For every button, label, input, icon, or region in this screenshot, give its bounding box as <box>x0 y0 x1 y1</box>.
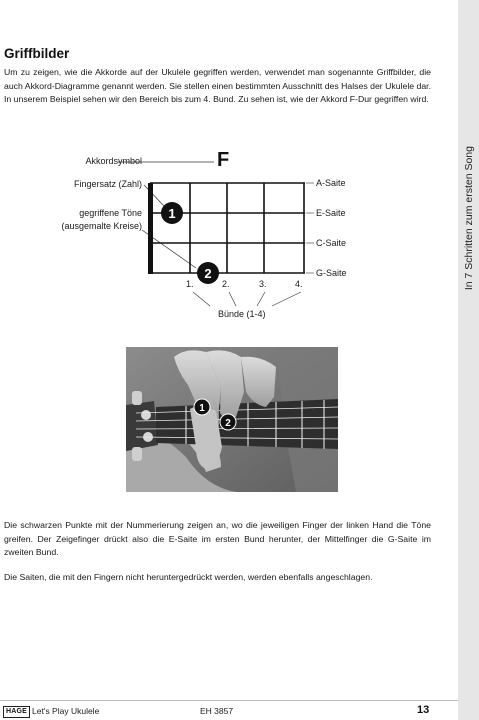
pressed-notes-label-line1: gegriffene Töne <box>79 208 142 218</box>
pressing-finger <box>190 406 222 469</box>
middle-finger <box>206 350 244 420</box>
finger-dot-2: 2 <box>197 262 219 284</box>
caption-leader-2 <box>228 291 237 307</box>
fret-number-1: 1. <box>186 279 194 289</box>
finger-dot-1-label: 1 <box>168 206 175 221</box>
side-tab: In 7 Schritten zum ersten Song <box>458 0 479 720</box>
fret-number-3: 3. <box>259 279 267 289</box>
caption-leader-3 <box>256 291 266 307</box>
frets-caption: Bünde (1-4) <box>218 309 266 319</box>
photo-marker-2: 2 <box>219 413 237 431</box>
chord-symbol: F <box>217 149 230 171</box>
string-label-c: C-Saite <box>316 238 347 248</box>
fingering-label: Fingersatz (Zahl) <box>73 179 142 189</box>
chord-symbol-label: Akkordsymbol <box>85 156 142 166</box>
fretboard <box>156 399 338 449</box>
fret-number-4: 4. <box>295 279 303 289</box>
string-label-a: A-Saite <box>316 178 346 188</box>
explanation-paragraph-1: Die schwarzen Punkte mit der Nummerierun… <box>4 520 431 557</box>
page-footer: HAGE Let's Play Ukulele EH 3857 13 <box>0 700 458 720</box>
finger-dot-2-label: 2 <box>204 266 211 281</box>
caption-leader-4 <box>271 291 302 307</box>
ring-finger <box>241 356 276 407</box>
publisher-logo: HAGE <box>3 706 31 718</box>
chord-diagram: F Akkordsymbol Fingersatz (Zahl) gegriff… <box>0 140 458 330</box>
book-title: Let's Play Ukulele <box>32 706 100 716</box>
string-label-g: G-Saite <box>316 268 347 278</box>
photo-marker-2-label: 2 <box>225 418 231 429</box>
tuning-peg-1 <box>132 391 142 405</box>
fingering-leader <box>143 184 165 207</box>
photo-marker-1-label: 1 <box>199 403 205 414</box>
catalog-code: EH 3857 <box>200 706 234 716</box>
finger-dot-1: 1 <box>161 202 183 224</box>
nut <box>148 183 153 274</box>
string-label-e: E-Saite <box>316 208 346 218</box>
tuning-peg-2 <box>132 447 142 461</box>
pressed-notes-label-line2: (ausgemalte Kreise) <box>61 221 142 231</box>
fretboard-grid: 1 2 <box>118 161 314 307</box>
page-number: 13 <box>417 704 430 716</box>
section-title: Griffbilder <box>4 46 70 61</box>
ukulele-hand-photo: 1 2 <box>126 347 338 492</box>
photo-marker-1: 1 <box>193 398 211 416</box>
explanation-paragraph-2: Die Saiten, die mit den Fingern nicht he… <box>4 572 373 582</box>
caption-leader-1 <box>192 291 211 307</box>
fret-number-2: 2. <box>222 279 230 289</box>
footer-rule <box>0 700 458 701</box>
side-tab-label: In 7 Schritten zum ersten Song <box>462 145 475 290</box>
intro-paragraph: Um zu zeigen, wie die Akkorde auf der Uk… <box>4 67 431 104</box>
headstock <box>126 401 158 451</box>
